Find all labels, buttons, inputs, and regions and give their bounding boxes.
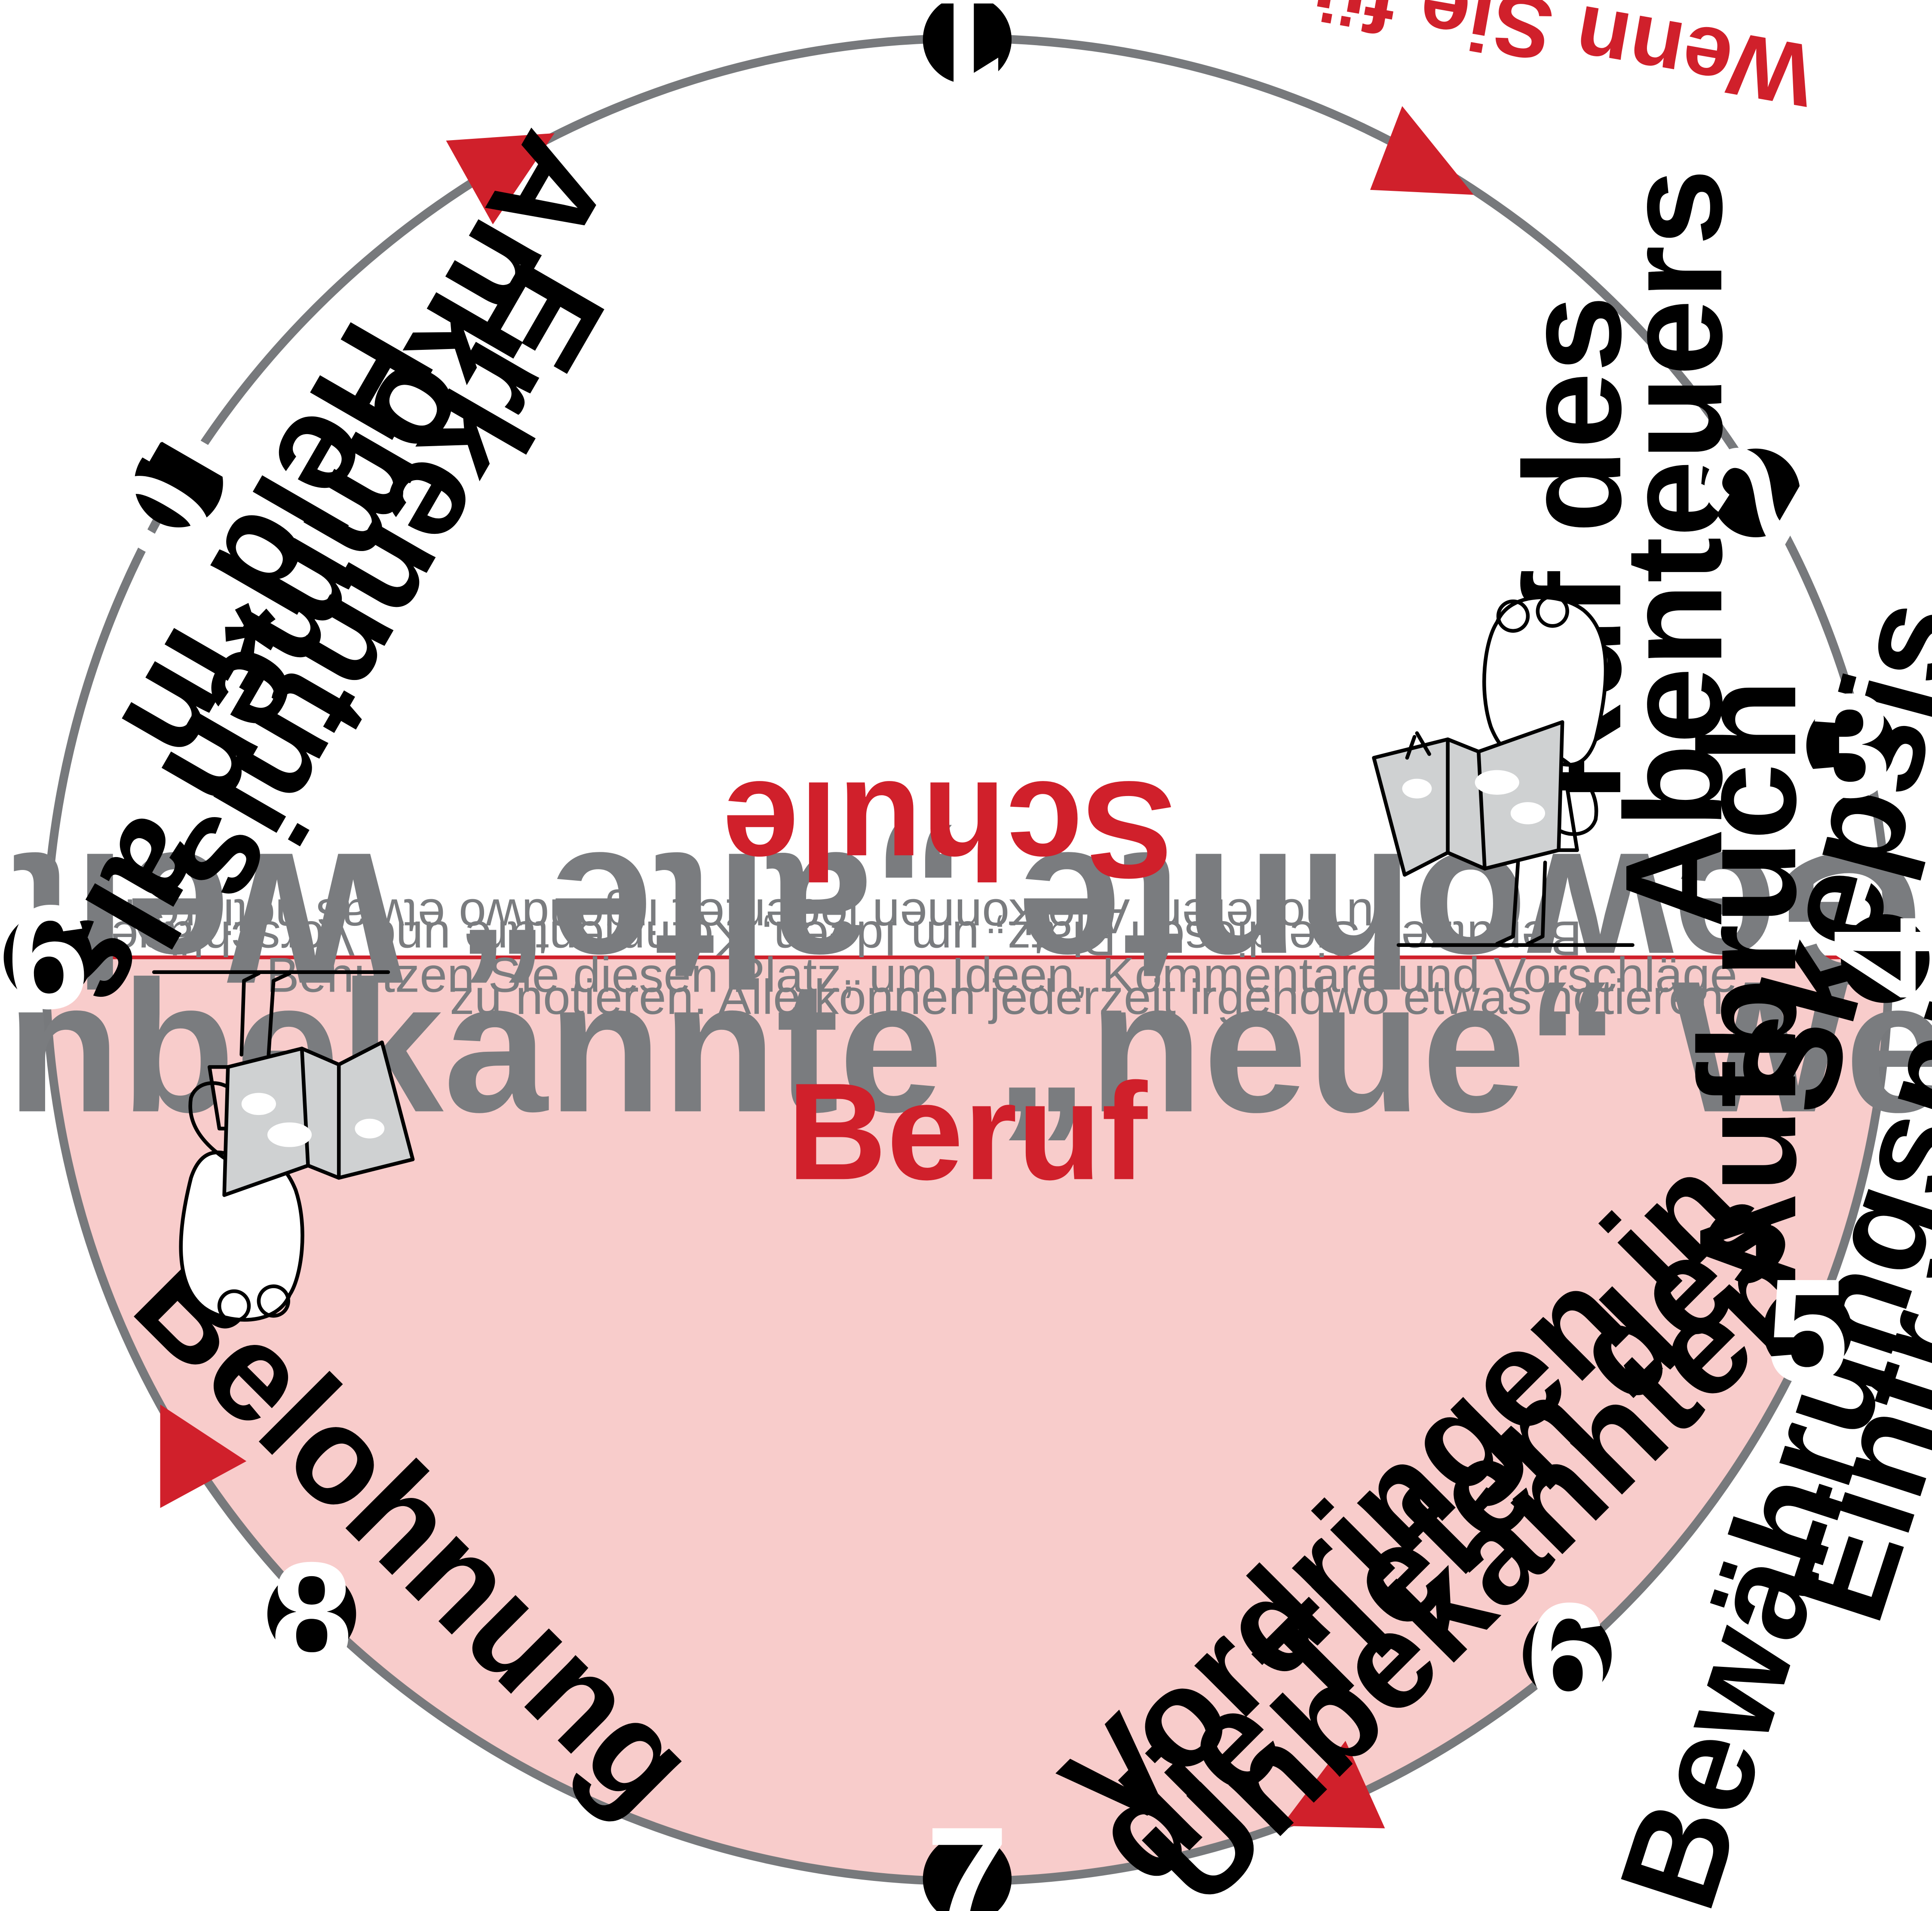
stage-marker-number: 4 <box>1803 916 1932 999</box>
new-world-subtitle: Beruf <box>787 1054 1149 1209</box>
stage-2-line2: Abenteuers <box>1597 169 1751 928</box>
new-world-note-line2: zu notieren. Alle können jederzeit irgen… <box>450 970 1737 1025</box>
stage-marker-disc <box>1840 914 1930 1003</box>
stage-marker-disc <box>1711 448 1800 537</box>
new-world-note-line1: Benutzen Sie diesen Platz, um Ideen, Kom… <box>266 948 1737 1003</box>
stage-marker-disc <box>923 1834 1012 1911</box>
stage-marker-number: 9 <box>7 875 89 1040</box>
stage-marker-number: 6 <box>1526 1572 1608 1737</box>
stage-marker-6: 6 <box>1523 1572 1612 1737</box>
stage-marker-disc <box>923 0 1012 84</box>
old-world-title: Gewohnte „alte“ Welt <box>12 814 1923 1023</box>
old-world-note-line1: Benutzen Sie diesen Platz, um Ideen, Kom… <box>111 911 1582 966</box>
stage-marker-5: 5 <box>1763 1248 1852 1413</box>
stage-marker-disc <box>134 438 223 528</box>
stage-marker-4: 4 <box>1803 914 1932 1003</box>
direction-arrow-3 <box>1281 1741 1385 1828</box>
stage-marker-number: 1 <box>926 0 1008 122</box>
stage-marker-1: 1 <box>923 0 1012 122</box>
corner-note: Wenn Sie fü <box>1305 0 1821 126</box>
traveller-with-map-illustration-inverted <box>152 970 415 1323</box>
traveller-with-map-illustration <box>1372 594 1635 947</box>
stage-marker-disc <box>267 1569 356 1659</box>
stage-marker-8: 8 <box>267 1531 356 1697</box>
old-world-subtitle: Schule <box>723 753 1175 907</box>
direction-arrow-4 <box>160 1404 247 1508</box>
stage-marker-disc <box>1806 701 1895 790</box>
new-world-half <box>46 959 1889 1881</box>
stage-marker-number: 5 <box>1766 1248 1849 1413</box>
stage-marker-disc <box>3 913 92 1002</box>
old-world-note-line2: zu notieren. Alle können jederzeit irgen… <box>111 889 1398 944</box>
stage-marker-9: 9 <box>3 875 92 1040</box>
stage-marker-number: 8 <box>270 1531 353 1697</box>
stage-marker-number: 3 <box>1809 663 1892 828</box>
direction-arrow-1 <box>446 133 555 224</box>
stage-4-label: Aufbruch <box>1671 679 1825 1292</box>
stage-marker-number: 7 <box>926 1796 1008 1911</box>
stage-markers: 12345678910 <box>3 0 1932 1911</box>
stage-marker-3: 3 <box>1806 663 1895 828</box>
stage-marker-disc <box>1763 1286 1852 1375</box>
stage-marker-7: 7 <box>923 1796 1012 1911</box>
direction-arrow-2 <box>1370 106 1474 195</box>
stage-marker-disc <box>1523 1610 1612 1699</box>
